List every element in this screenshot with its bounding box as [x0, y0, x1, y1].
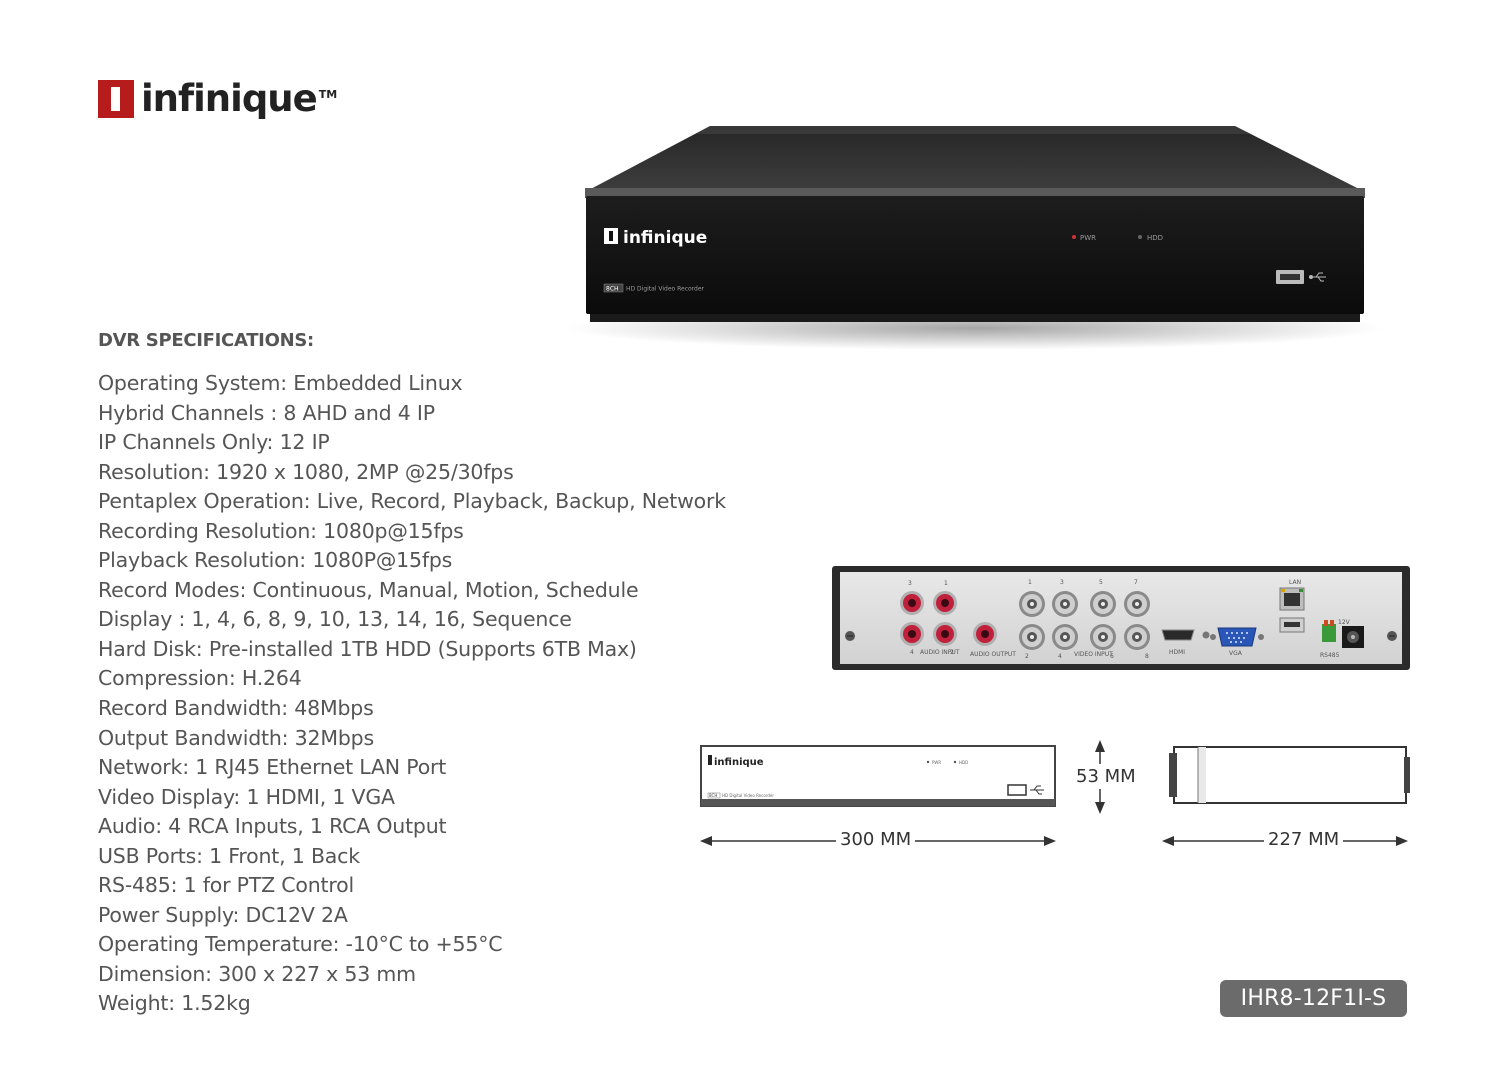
video-num-1: 1 [1028, 579, 1032, 586]
front-dimension-drawing: infinique PWR HDD 8CH HD Digital Video R… [700, 745, 1056, 807]
bnc-connector [1052, 624, 1078, 650]
spec-item: Record Bandwidth: 48Mbps [98, 696, 374, 721]
outline-subtitle: HD Digital Video Recorder [722, 793, 774, 798]
video-num-8: 8 [1145, 653, 1149, 660]
outline-brand-text: infinique [714, 757, 764, 768]
rca-jack [973, 622, 997, 646]
audio-input-label: AUDIO INPUT [920, 649, 960, 656]
spec-item: Compression: H.264 [98, 666, 302, 691]
rs485-terminal [1322, 620, 1336, 642]
rear-screw [845, 631, 855, 641]
spec-item: Video Display: 1 HDMI, 1 VGA [98, 784, 395, 809]
video-input-label: VIDEO INPUT [1074, 651, 1113, 658]
spec-item: Weight: 1.52kg [98, 991, 251, 1016]
specs-list: Operating System: Embedded Linux Hybrid … [98, 369, 726, 1019]
vga-label: VGA [1229, 650, 1243, 657]
spec-item: IP Channels Only: 12 IP [98, 430, 330, 455]
spec-item: Operating Temperature: -10°C to +55°C [98, 932, 503, 957]
audio-num-4: 4 [910, 649, 914, 656]
rs485-label: RS485 [1320, 652, 1340, 659]
rear-screw [1210, 634, 1264, 640]
power-jack [1342, 626, 1364, 648]
audio-output-label: AUDIO OUTPUT [970, 651, 1016, 658]
depth-dimension-label: 227 MM [1264, 829, 1344, 850]
width-dimension-label: 300 MM [836, 829, 916, 850]
rca-jack [933, 591, 957, 615]
outline-hdd-label: HDD [959, 760, 968, 765]
bnc-connector [1052, 591, 1078, 617]
spec-item: Audio: 4 RCA Inputs, 1 RCA Output [98, 814, 447, 839]
bnc-connector [1124, 624, 1150, 650]
audio-num-3: 3 [908, 580, 912, 587]
rca-jack [900, 622, 924, 646]
bnc-connector [1019, 591, 1045, 617]
front-subtitle: HD Digital Video Recorder [626, 286, 705, 293]
bnc-connector [1090, 624, 1116, 650]
audio-num-2: 2 [950, 649, 954, 656]
audio-num-1: 1 [944, 580, 948, 587]
bnc-connector [1019, 624, 1045, 650]
brand-logo-wordmark: infinique [141, 77, 318, 120]
video-num-5: 5 [1099, 579, 1103, 586]
spec-item: Recording Resolution: 1080p@15fps [98, 518, 464, 543]
hdmi-port [1161, 629, 1195, 641]
rca-jack [933, 622, 957, 646]
outline-channel-badge: 8CH [709, 793, 717, 798]
spec-item: Resolution: 1920 x 1080, 2MP @25/30fps [98, 459, 514, 484]
dvr-front-image: infinique PWR HDD 8CH HD Digital Video R… [565, 126, 1385, 350]
video-num-2: 2 [1025, 653, 1029, 660]
height-dimension-label: 53 MM [1074, 764, 1138, 789]
spec-item: Display : 1, 4, 6, 8, 9, 10, 13, 14, 16,… [98, 607, 572, 632]
spec-item: USB Ports: 1 Front, 1 Back [98, 843, 360, 868]
brand-logo: infinique TM [98, 80, 337, 120]
spec-item: Playback Resolution: 1080P@15fps [98, 548, 453, 573]
vga-port [1217, 627, 1257, 647]
front-channel-badge: 8CH [606, 286, 619, 293]
specs-heading: DVR SPECIFICATIONS: [98, 330, 314, 351]
spec-item: Hard Disk: Pre-installed 1TB HDD (Suppor… [98, 636, 637, 661]
spec-item: Record Modes: Continuous, Manual, Motion… [98, 577, 639, 602]
spec-item: Network: 1 RJ45 Ethernet LAN Port [98, 755, 447, 780]
rear-screw [1202, 631, 1210, 639]
spec-item: Operating System: Embedded Linux [98, 371, 463, 395]
video-num-4: 4 [1058, 653, 1062, 660]
brand-logo-mark [98, 80, 134, 118]
model-number-badge: IHR8-12F1I-S [1220, 980, 1407, 1017]
video-num-3: 3 [1060, 579, 1064, 586]
spec-item: Pentaplex Operation: Live, Record, Playb… [98, 489, 726, 514]
video-num-7: 7 [1134, 579, 1138, 586]
side-dimension-drawing [1169, 746, 1410, 804]
front-pwr-label: PWR [1080, 234, 1096, 242]
spec-item: Hybrid Channels : 8 AHD and 4 IP [98, 400, 435, 425]
dvr-rear-image: 3 1 4 2 AUDIO INPUT AUDIO OUTPUT 1 3 5 7… [832, 566, 1410, 670]
spec-item: RS-485: 1 for PTZ Control [98, 873, 355, 898]
usb-icon [1030, 785, 1044, 795]
spec-item: Power Supply: DC12V 2A [98, 902, 348, 927]
brand-trademark: TM [318, 88, 338, 101]
bnc-connector [1090, 591, 1116, 617]
lan-port [1279, 587, 1305, 611]
usb-port [1279, 617, 1305, 633]
power-label: 12V [1338, 619, 1351, 626]
hdmi-label: HDMI [1169, 649, 1185, 656]
bnc-connector [1124, 591, 1150, 617]
lan-label: LAN [1289, 579, 1301, 586]
front-brand-text: infinique [623, 228, 707, 248]
spec-item: Output Bandwidth: 32Mbps [98, 725, 374, 750]
rear-screw [1387, 631, 1397, 641]
outline-pwr-label: PWR [932, 760, 941, 765]
video-num-6: 6 [1110, 653, 1114, 660]
usb-icon [1309, 272, 1326, 282]
spec-item: Dimension: 300 x 227 x 53 mm [98, 961, 416, 986]
rca-jack [900, 591, 924, 615]
front-hdd-label: HDD [1147, 234, 1163, 242]
